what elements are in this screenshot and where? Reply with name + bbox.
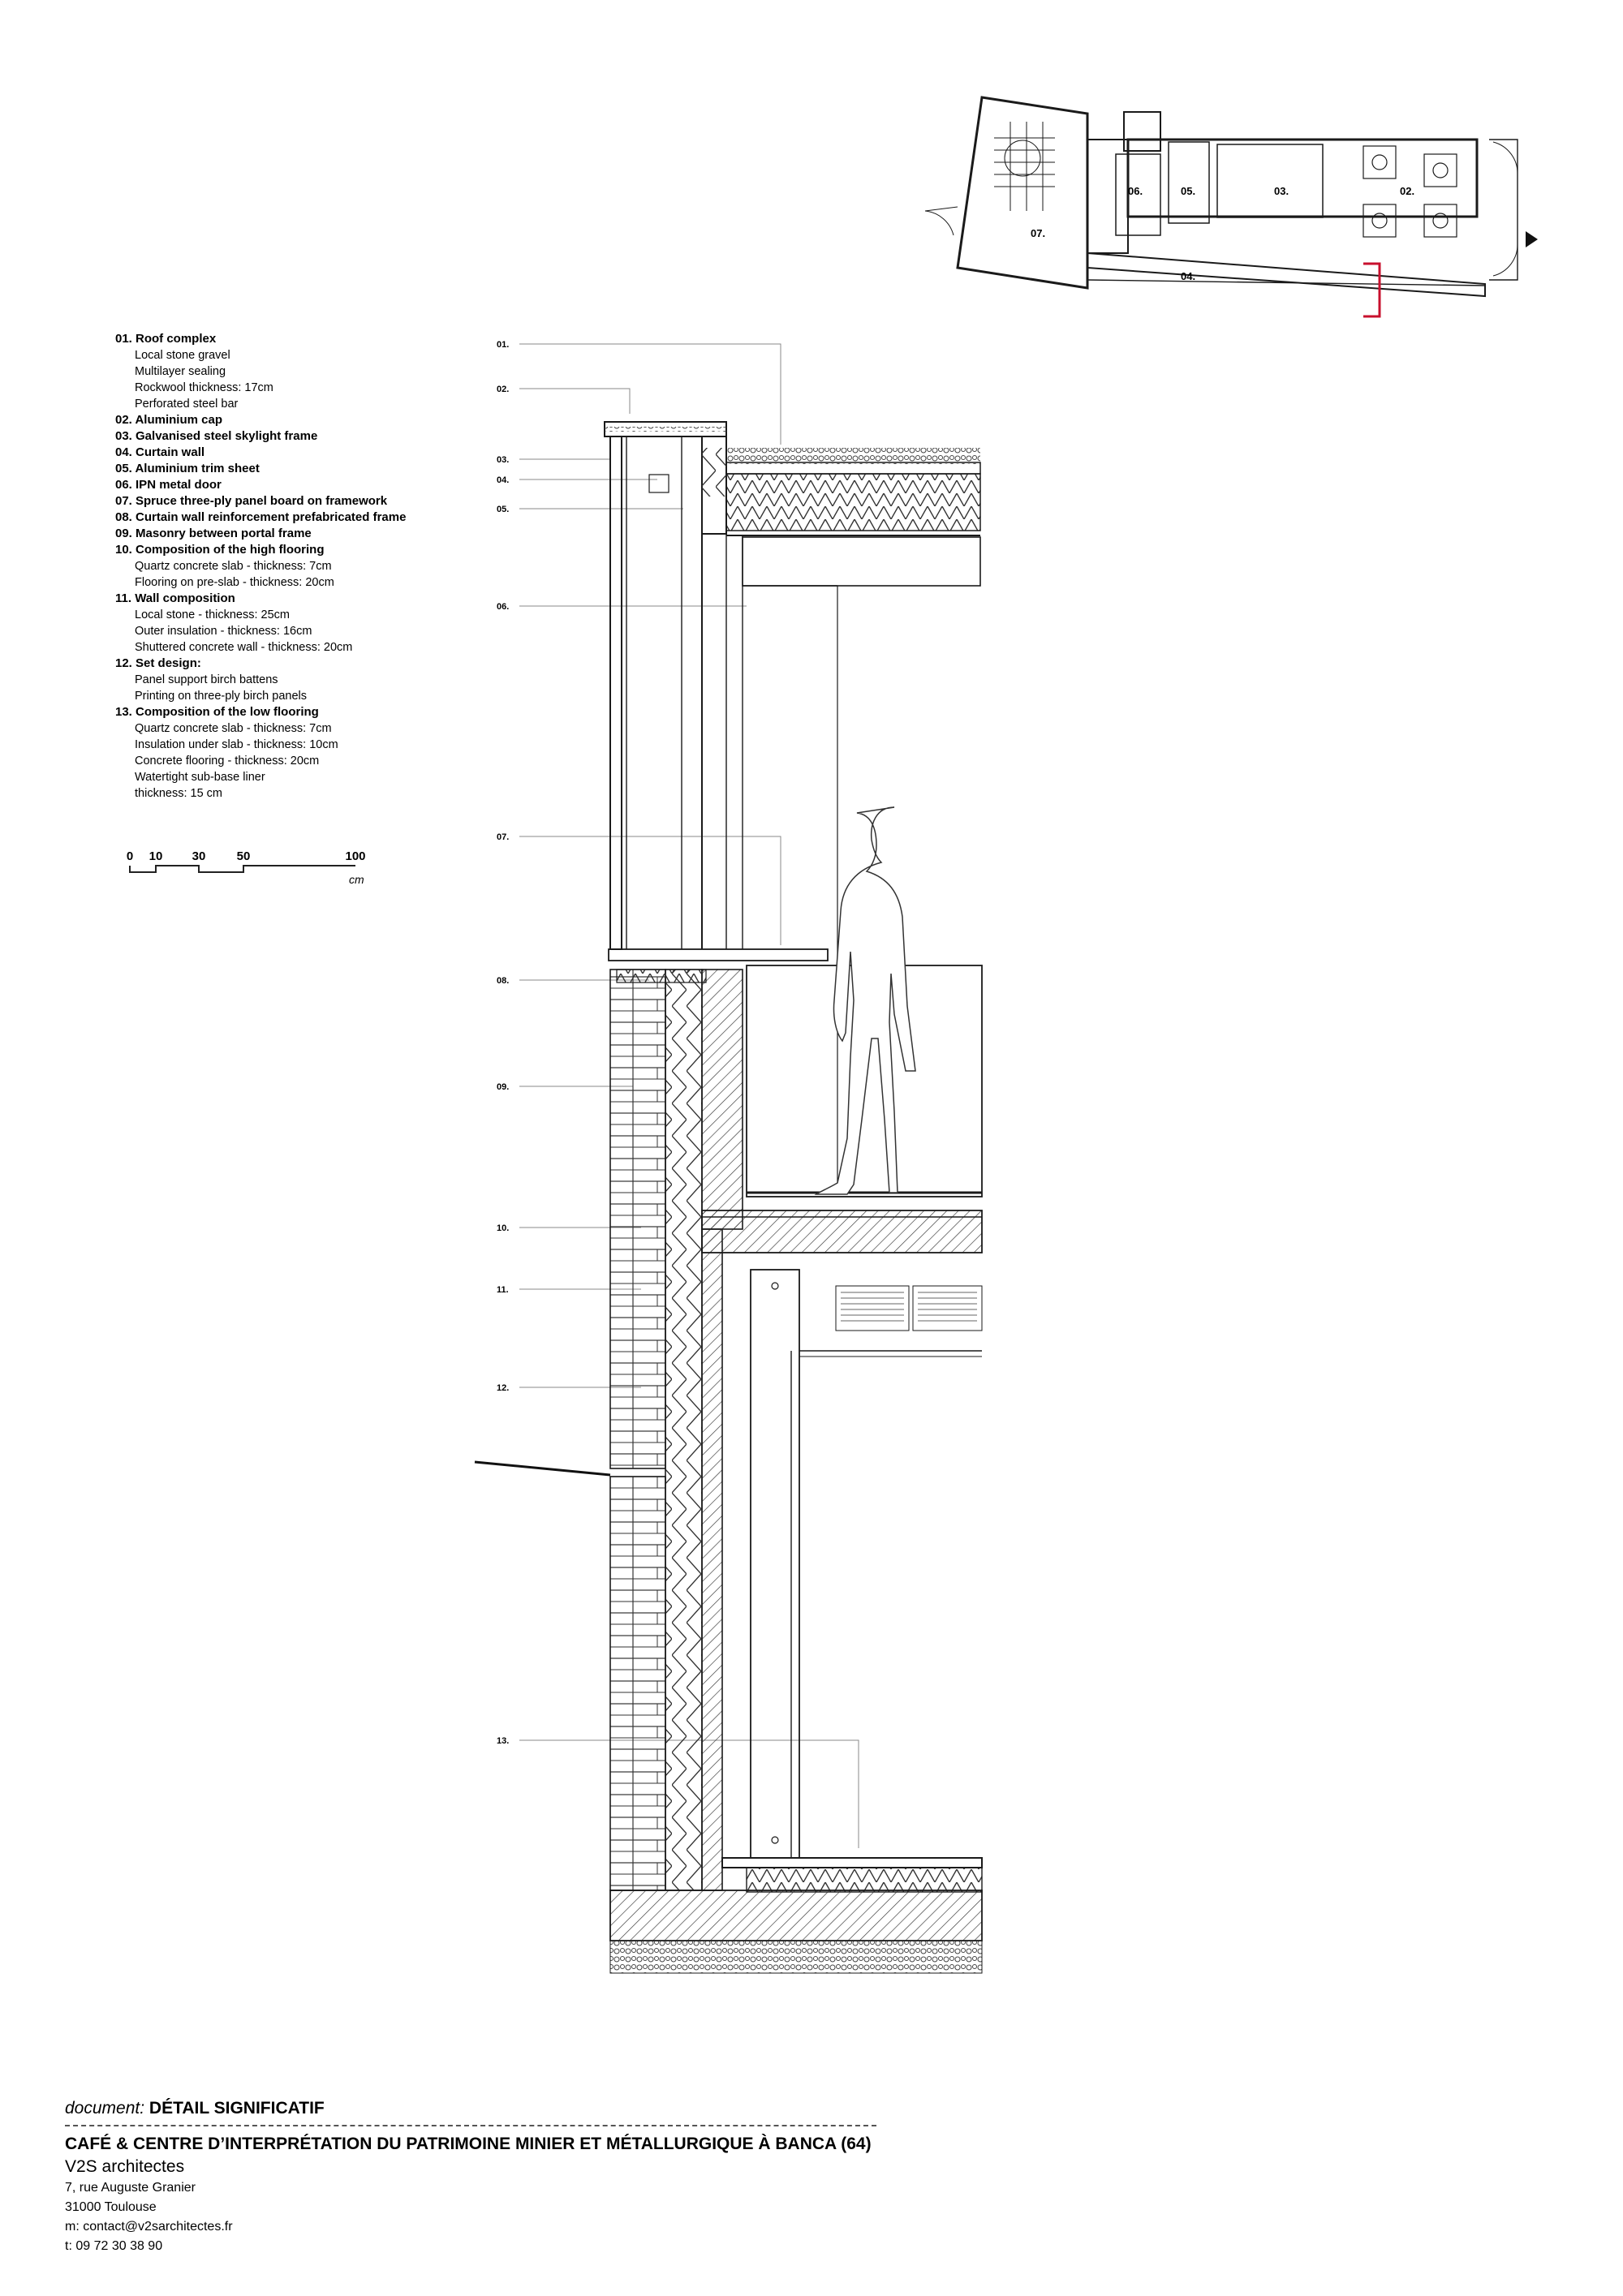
callout-05: 05. (497, 505, 509, 514)
plan-label-03: 03. (1274, 185, 1289, 197)
legend-title: 05. Aluminium trim sheet (115, 462, 260, 475)
address-line-2: 31000 Toulouse (65, 2200, 157, 2214)
entrance-arrow-icon (1526, 231, 1538, 247)
callout-08: 08. (497, 976, 509, 986)
callout-04: 04. (497, 475, 509, 485)
legend-item: Quartz concrete slab - thickness: 7cm (135, 722, 332, 735)
callout-07: 07. (497, 832, 509, 842)
scale-bar: 0 10 30 50 100 cm (127, 849, 366, 886)
legend-title: 09. Masonry between portal frame (115, 527, 312, 540)
legend-item: Rockwool thickness: 17cm (135, 381, 273, 394)
callout-11: 11. (497, 1285, 509, 1295)
section-marker (1363, 262, 1381, 318)
document-type: document: DÉTAIL SIGNIFICATIF (65, 2099, 325, 2118)
legend-item: Printing on three-ply birch panels (135, 690, 307, 703)
legend-item: Flooring on pre-slab - thickness: 20cm (135, 576, 334, 589)
high-floor-slab (701, 1210, 983, 1253)
callout-09: 09. (497, 1082, 509, 1092)
legend-item: thickness: 15 cm (135, 787, 222, 800)
legend-item: Local stone - thickness: 25cm (135, 608, 291, 621)
legend-title: 03. Galvanised steel skylight frame (115, 429, 318, 443)
legend-title: 02. Aluminium cap (115, 413, 222, 427)
callout-02: 02. (497, 385, 509, 394)
plan-label-07: 07. (1031, 227, 1045, 239)
firm-name: V2S architectes (65, 2157, 185, 2176)
callout-03: 03. (497, 455, 509, 465)
legend-item: Local stone gravel (135, 349, 230, 362)
wall-section (609, 969, 743, 1891)
legend-item: Quartz concrete slab - thickness: 7cm (135, 560, 332, 573)
plan-label-06: 06. (1128, 185, 1143, 197)
key-plan (924, 96, 1518, 298)
legend-item: Outer insulation - thickness: 16cm (135, 625, 312, 638)
callout-06: 06. (497, 602, 509, 612)
legend-title: 11. Wall composition (115, 591, 235, 605)
address-line-1: 7, rue Auguste Granier (65, 2181, 196, 2195)
scale-unit: cm (349, 873, 364, 886)
legend-title: 13. Composition of the low flooring (115, 705, 319, 719)
callout-01: 01. (497, 340, 509, 350)
legend-title: 08. Curtain wall reinforcement prefabric… (115, 510, 407, 524)
scale-tick-0: 0 (127, 849, 133, 863)
plan-label-02: 02. (1400, 185, 1414, 197)
curtain-wall (608, 436, 829, 961)
low-floor-slab (609, 1857, 983, 1974)
legend-title: 10. Composition of the high flooring (115, 543, 325, 557)
legend-title: 01. Roof complex (115, 332, 217, 346)
legend-item: Perforated steel bar (135, 398, 239, 411)
title-block: document: DÉTAIL SIGNIFICATIF CAFÉ & CEN… (65, 2097, 893, 2256)
scale-tick-50: 50 (237, 849, 251, 863)
legend-item: Concrete flooring - thickness: 20cm (135, 755, 320, 767)
lower-room (750, 1269, 983, 1859)
legend-item: Panel support birch battens (135, 673, 278, 686)
legend-title: 12. Set design: (115, 656, 201, 670)
legend-item: Watertight sub-base liner (135, 771, 265, 784)
callout-labels: 01. 02. 03. 04. 05. 06. 07. 08. 09. 10. 11. 12. 13. (497, 340, 509, 1746)
project-title: CAFÉ & CENTRE D’INTERPRÉTATION DU PATRIM… (65, 2135, 872, 2153)
email: m: contact@v2sarchitectes.fr (65, 2220, 233, 2234)
legend-title: 04. Curtain wall (115, 445, 205, 459)
phone: t: 09 72 30 38 90 (65, 2239, 163, 2253)
ground-line (474, 1460, 611, 1477)
legend-title: 06. IPN metal door (115, 478, 222, 492)
legend-title: 07. Spruce three-ply panel board on fram… (115, 494, 388, 508)
callout-13: 13. (497, 1736, 509, 1746)
plan-label-04: 04. (1181, 270, 1195, 282)
plan-labels: 02. 03. 04. 05. 06. 07. (1031, 185, 1414, 282)
callout-10: 10. (497, 1223, 509, 1233)
scale-tick-10: 10 (149, 849, 163, 863)
title-separator (65, 2125, 876, 2126)
scale-tick-30: 30 (192, 849, 206, 863)
scale-line (129, 865, 355, 873)
human-silhouette (814, 806, 916, 1195)
legend-item: Shuttered concrete wall - thickness: 20c… (135, 641, 353, 654)
roof-assembly (604, 421, 981, 587)
scale-tick-100: 100 (345, 849, 365, 863)
legend-item: Insulation under slab - thickness: 10cm (135, 738, 338, 751)
callout-12: 12. (497, 1383, 509, 1393)
legend-item: Multilayer sealing (135, 365, 226, 378)
plan-label-05: 05. (1181, 185, 1195, 197)
